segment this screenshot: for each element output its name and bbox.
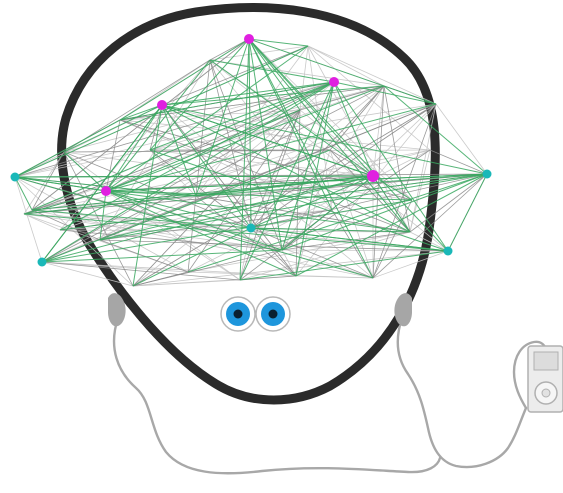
right-eye	[256, 297, 290, 331]
left-eye	[221, 297, 255, 331]
network-edge	[448, 174, 487, 251]
magenta-node	[244, 34, 254, 44]
network-edge	[296, 276, 373, 278]
click-wheel-center	[542, 389, 550, 397]
right-earbud-icon	[394, 293, 412, 326]
earphone-cables	[114, 318, 546, 473]
magenta-node	[157, 100, 167, 110]
network-edge	[42, 262, 133, 286]
magenta-node	[329, 77, 339, 87]
cyan-node	[11, 173, 20, 182]
cyan-node	[247, 224, 256, 233]
network-edge	[249, 39, 410, 232]
cyan-node	[38, 258, 47, 267]
network-edge	[210, 60, 384, 86]
right-cable	[398, 318, 526, 467]
cyan-node	[444, 247, 453, 256]
player-screen	[534, 352, 558, 370]
magenta-node	[367, 170, 379, 182]
right-pupil	[269, 310, 278, 319]
network-edge	[15, 176, 373, 177]
network-edge	[120, 39, 249, 120]
eyes-icon	[221, 297, 290, 331]
magenta-node	[101, 186, 111, 196]
cyan-node	[483, 170, 492, 179]
network-edge	[64, 105, 162, 152]
music-player-icon	[528, 346, 563, 412]
left-pupil	[234, 310, 243, 319]
